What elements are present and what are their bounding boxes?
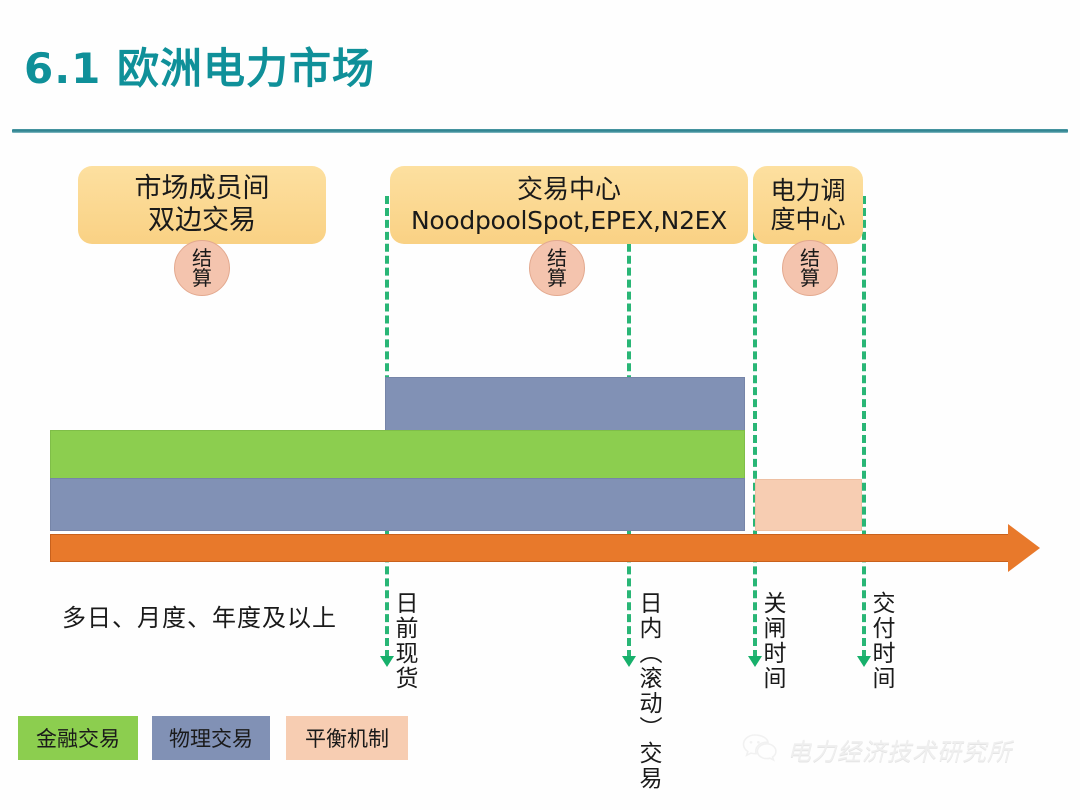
marker-line-gate-closure-time — [753, 196, 757, 658]
actor-box-bilateral[interactable]: 市场成员间 双边交易 — [78, 166, 326, 244]
time-axis-shaft — [50, 534, 1012, 562]
actor-box-exchange[interactable]: 交易中心 NoodpoolSpot,EPEX,N2EX — [390, 166, 748, 244]
actor-box-exchange-line1: 交易中心 — [516, 174, 621, 205]
actor-box-dispatch[interactable]: 电力调 度中心 — [753, 166, 863, 244]
title-divider — [12, 129, 1068, 133]
actor-box-dispatch-line1: 电力调 — [770, 175, 846, 205]
page-title: 6.1 欧洲电力市场 — [24, 44, 376, 93]
marker-arrowhead-gate-closure-time — [748, 656, 762, 667]
settlement-badge-dispatch-char2: 算 — [800, 266, 820, 290]
marker-line-delivery-time — [862, 196, 866, 658]
settlement-badge-bilateral[interactable]: 结 算 — [174, 240, 230, 296]
time-axis-arrowhead — [1008, 524, 1040, 572]
axis-label-gate-closure-time: 关闸时间 — [759, 591, 785, 691]
settlement-badge-dispatch-char1: 结 — [800, 245, 820, 270]
bar-balancing-mechanism — [755, 479, 862, 531]
legend-item-balancing[interactable]: 平衡机制 — [286, 716, 408, 760]
legend-item-physical[interactable]: 物理交易 — [152, 716, 270, 760]
marker-arrowhead-intraday-trading — [622, 656, 636, 667]
settlement-badge-exchange-char1: 结 — [547, 245, 567, 270]
axis-label-day-ahead-spot: 日前现货 — [391, 591, 417, 691]
watermark-text: 电力经济技术研究所 — [787, 738, 1012, 766]
settlement-badge-dispatch[interactable]: 结 算 — [782, 240, 838, 296]
settlement-badge-exchange-char2: 算 — [547, 266, 567, 290]
settlement-badge-bilateral-char2: 算 — [192, 266, 212, 290]
actor-box-exchange-line2: NoodpoolSpot,EPEX,N2EX — [410, 205, 728, 235]
bar-physical-trading-upper — [385, 377, 745, 431]
actor-box-dispatch-line2: 度中心 — [770, 205, 846, 234]
axis-label-delivery-time: 交付时间 — [868, 591, 894, 691]
legend-item-financial[interactable]: 金融交易 — [18, 716, 138, 760]
axis-label-long-term: 多日、月度、年度及以上 — [62, 604, 337, 632]
bar-financial-trading — [50, 430, 745, 479]
marker-arrowhead-delivery-time — [857, 656, 871, 667]
legend-item-balancing-label: 平衡机制 — [305, 727, 389, 751]
actor-box-bilateral-line2: 双边交易 — [148, 205, 256, 236]
legend-item-financial-label: 金融交易 — [36, 727, 120, 751]
settlement-badge-exchange[interactable]: 结 算 — [529, 240, 585, 296]
actor-box-bilateral-line1: 市场成员间 — [134, 173, 270, 205]
axis-label-intraday-trading: 日内（滚动）交易 — [635, 591, 661, 791]
bar-physical-trading-lower — [50, 478, 745, 531]
watermark: 电力经济技术研究所 — [742, 732, 1012, 767]
legend-item-physical-label: 物理交易 — [169, 727, 253, 751]
marker-arrowhead-day-ahead-spot — [380, 656, 394, 667]
wechat-icon — [742, 733, 778, 767]
settlement-badge-bilateral-char1: 结 — [192, 245, 212, 270]
